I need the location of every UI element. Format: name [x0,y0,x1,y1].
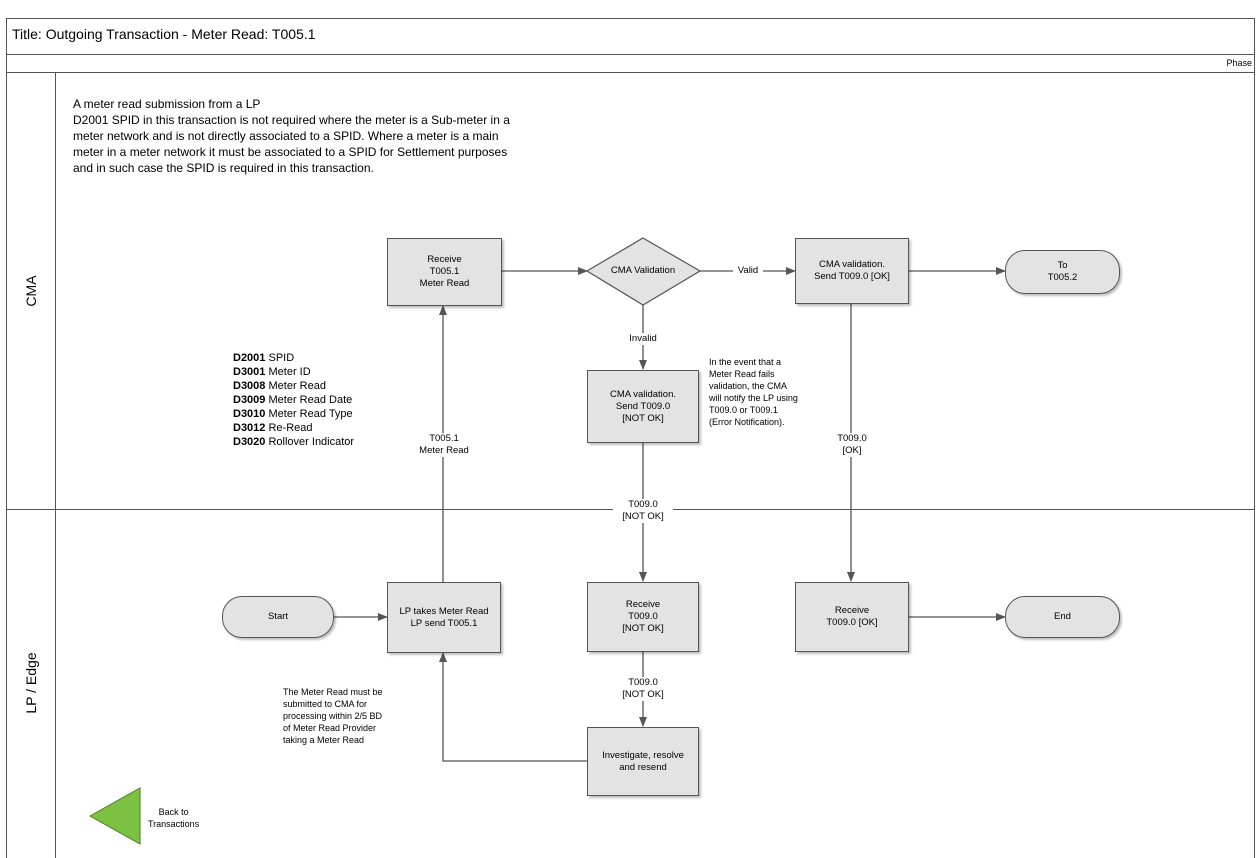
t009-not-ok-label: T009.0 [NOT OK] [613,499,673,523]
phase-bar: Phase [6,55,1255,73]
back-to-transactions-button[interactable] [88,786,144,846]
title-bar: Title: Outgoing Transaction - Meter Read… [6,18,1255,55]
data-item: D3009 Meter Read Date [233,394,353,406]
timing-note: The Meter Read must be submitted to CMA … [283,687,383,745]
t005-meter-read-label: T005.1 Meter Read [410,433,478,457]
cma-validation-label: CMA Validation [610,265,676,276]
flow-resend-loop [439,652,587,762]
lane-label-column [6,73,56,858]
phase-label: Phase [1226,58,1252,68]
cma-validation-diamond [585,237,702,306]
error-notification-note: In the event that a Meter Read fails val… [709,357,798,427]
description-line: meter in a meter network it must be asso… [73,145,508,159]
data-item: D3010 Meter Read Type [233,408,353,420]
receive-t005-box: Receive T005.1 Meter Read [387,238,502,306]
description-line: D2001 SPID in this transaction is not re… [73,113,510,127]
cma-valid-send-not-ok-box: CMA validation. Send T009.0 [NOT OK] [587,370,699,443]
t009-ok-label: T009.0 [OK] [830,433,874,457]
receive-t009-ok-box: Receive T009.0 [OK] [795,582,909,652]
diagram-title: Title: Outgoing Transaction - Meter Read… [12,26,316,42]
description-line: and in such case the SPID is required in… [73,161,374,175]
data-item: D2001 SPID [233,352,295,364]
cma-valid-send-ok-box: CMA validation. Send T009.0 [OK] [795,238,909,304]
back-arrow-icon [88,787,141,845]
data-item-list: D2001 SPID D3001 Meter ID D3008 Meter Re… [233,351,354,449]
receive-t009-not-ok-box: Receive T009.0 [NOT OK] [587,582,699,652]
diagram-frame [6,18,1255,858]
description-line: meter network and is not directly associ… [73,129,499,143]
end-terminator: End [1005,596,1120,638]
to-t005-2-terminator[interactable]: To T005.2 [1005,250,1120,294]
lp-takes-meter-read-box: LP takes Meter Read LP send T005.1 [387,582,501,653]
data-item: D3020 Rollover Indicator [233,436,355,448]
t009-not-ok-label: T009.0 [NOT OK] [613,677,673,701]
start-terminator: Start [222,596,334,638]
back-to-transactions-label[interactable]: Back to Transactions [148,807,200,829]
data-item: D3008 Meter Read [233,380,326,392]
data-item: D3001 Meter ID [233,366,311,378]
data-item: D3012 Re-Read [233,422,313,434]
transaction-description: A meter read submission from a LP D2001 … [73,96,633,176]
description-line: A meter read submission from a LP [73,97,261,111]
invalid-label: Invalid [620,333,666,345]
valid-label: Valid [733,265,763,277]
investigate-resolve-resend-box: Investigate, resolve and resend [587,727,699,796]
